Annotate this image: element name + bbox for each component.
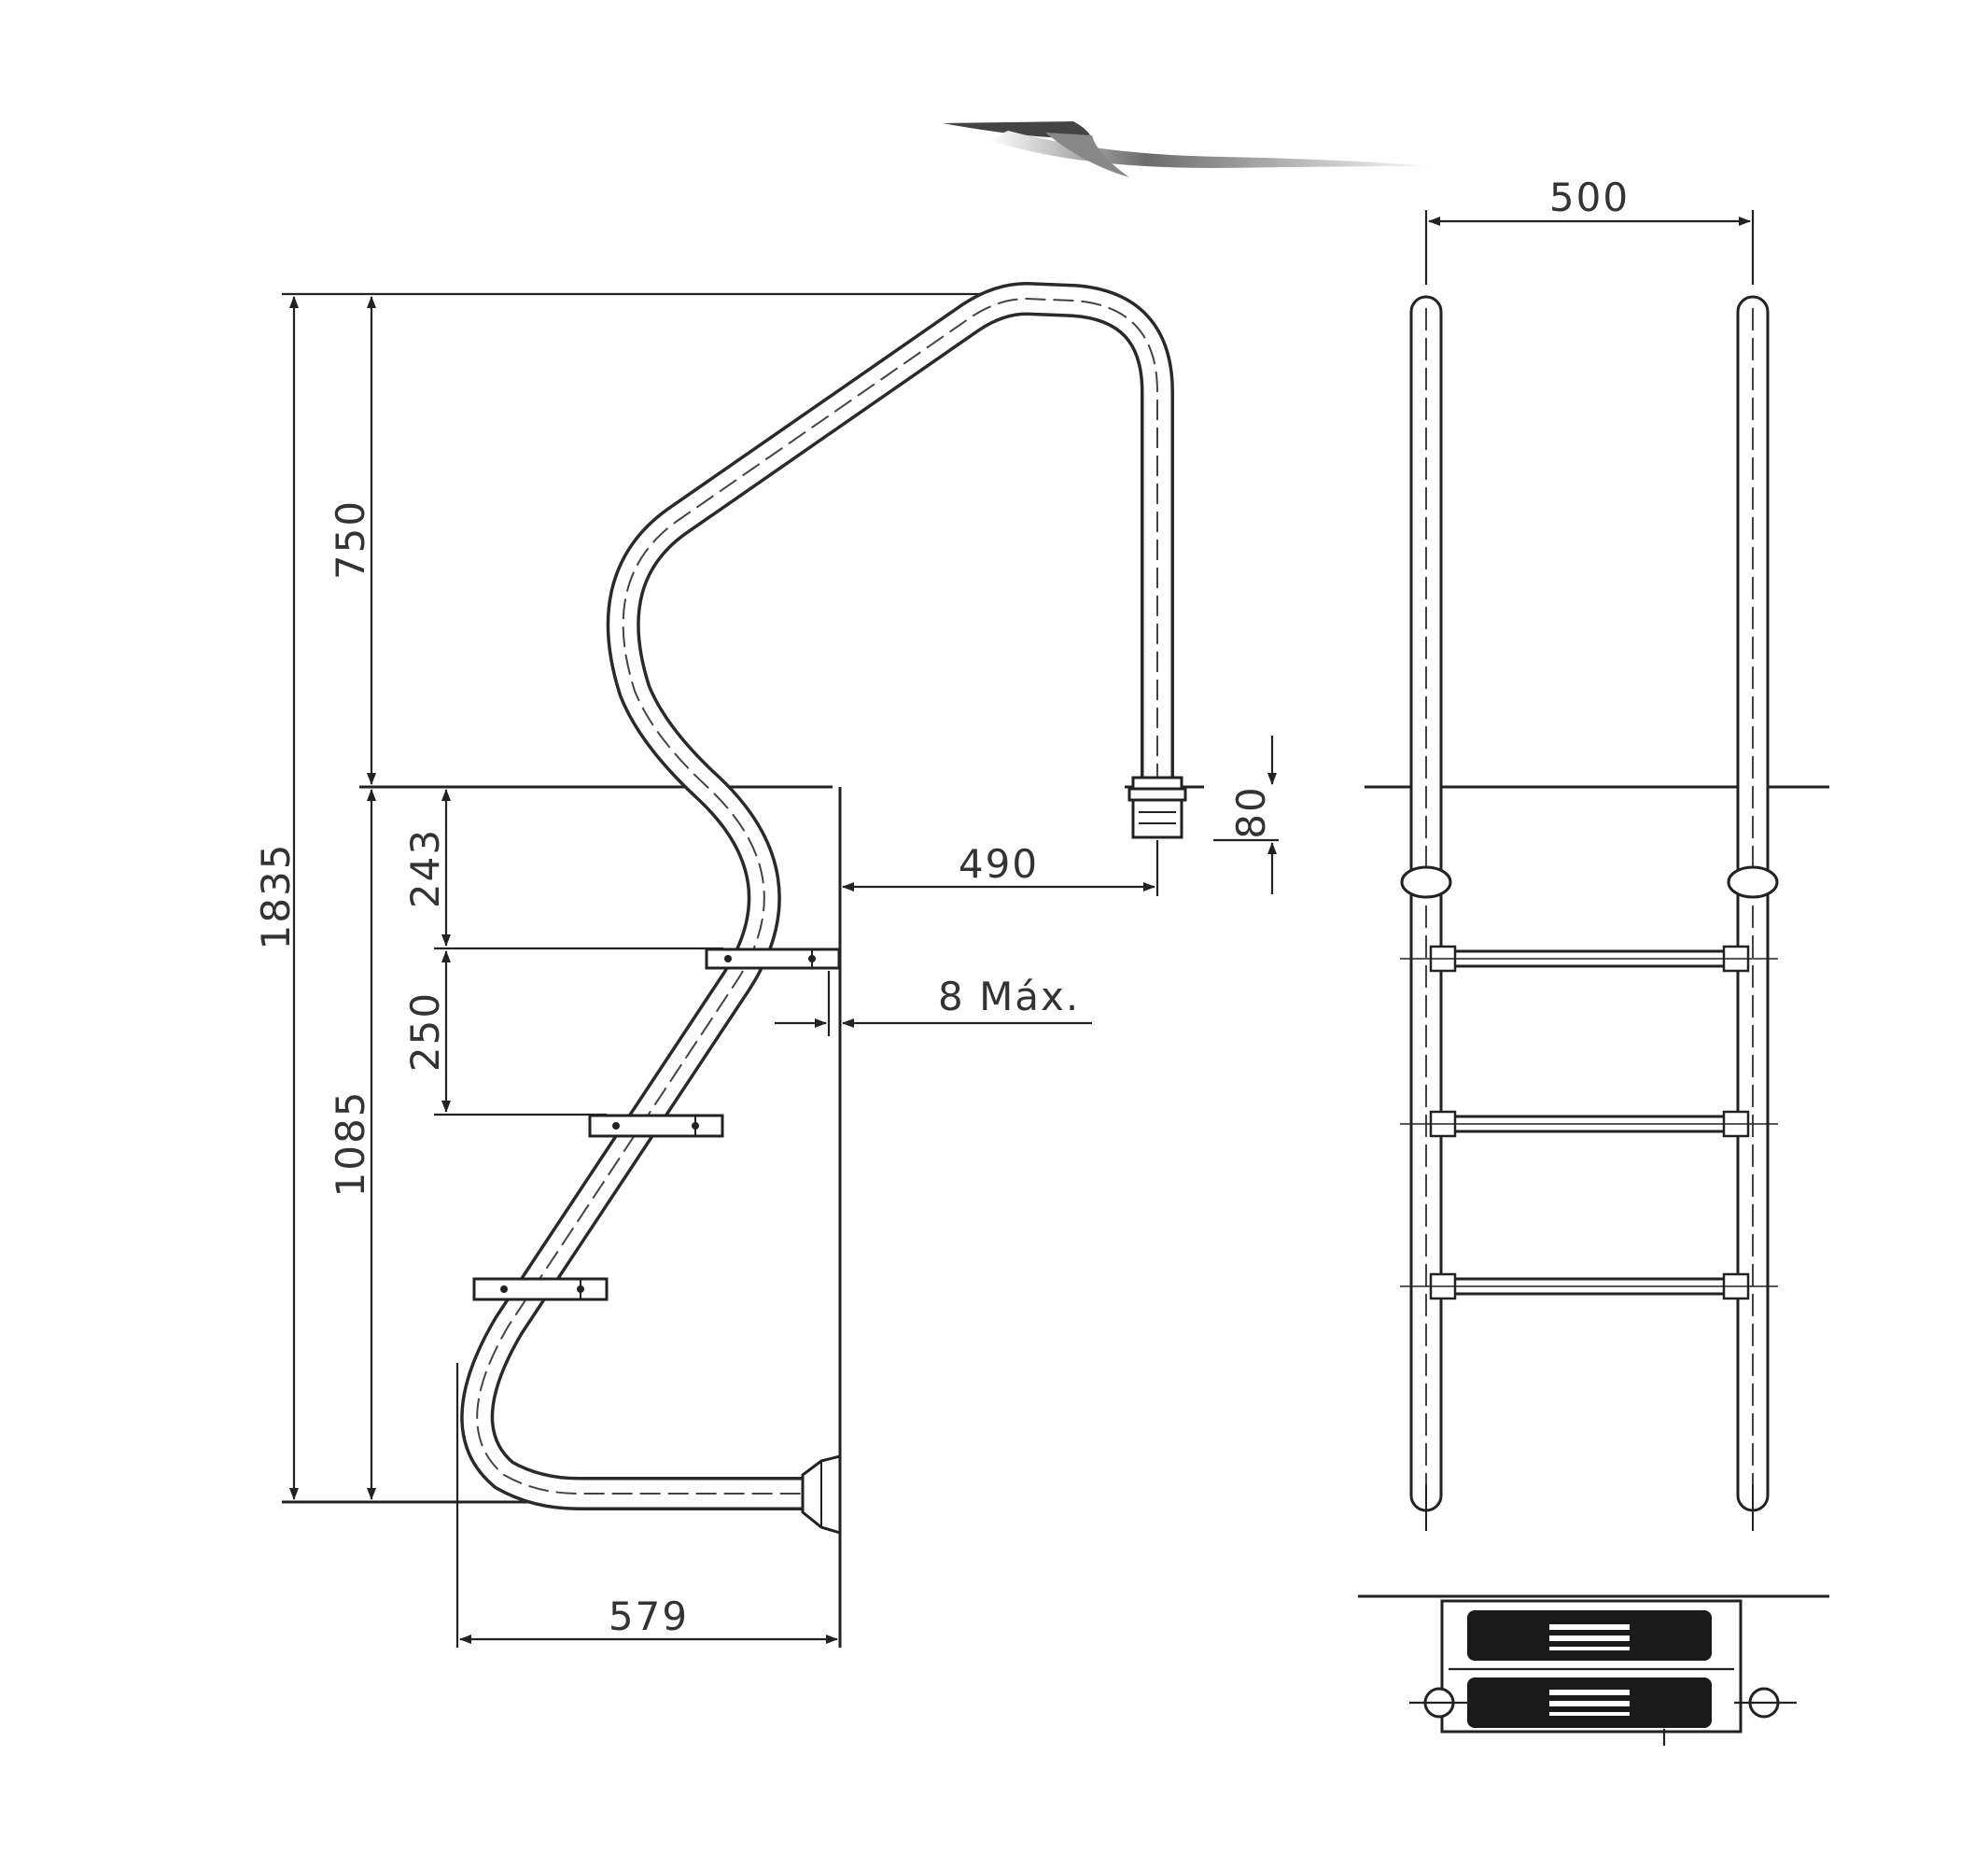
front-left-tube xyxy=(1400,295,1452,1531)
dim-label-step-spacing: 250 xyxy=(402,991,448,1072)
dim-label-total-height: 1835 xyxy=(253,843,299,950)
step-2 xyxy=(588,1114,724,1138)
dim-label-lower-height: 1085 xyxy=(328,1090,373,1198)
front-step-3 xyxy=(1400,1272,1778,1300)
top-view-tread-2 xyxy=(1467,1677,1712,1728)
dim-label-depth: 579 xyxy=(609,1593,689,1639)
dim-label-upper-height: 750 xyxy=(328,499,373,580)
dim-label-first-step: 243 xyxy=(402,828,448,908)
dim-label-gap-max: 8 Máx. xyxy=(938,974,1080,1019)
front-right-tube xyxy=(1727,295,1779,1531)
dim-label-anchor-height: 80 xyxy=(1228,785,1274,838)
front-step-2 xyxy=(1400,1110,1778,1138)
front-view: 500 xyxy=(1365,175,1829,1531)
dim-label-handrail-offset: 490 xyxy=(959,841,1039,887)
top-view-tread-1 xyxy=(1467,1610,1712,1661)
logo-swoosh xyxy=(943,121,1437,177)
step-1 xyxy=(705,948,841,970)
deck-anchor xyxy=(1127,776,1187,839)
step-3 xyxy=(472,1277,609,1301)
top-view xyxy=(1358,1594,1829,1746)
wall-bumper xyxy=(801,1454,842,1536)
ladder-handrail-tube xyxy=(460,282,1174,1510)
front-step-1 xyxy=(1400,945,1778,973)
dim-label-width: 500 xyxy=(1549,175,1630,220)
side-view: 1835 750 1085 243 250 490 80 8 Máx. 579 xyxy=(253,282,1279,1648)
